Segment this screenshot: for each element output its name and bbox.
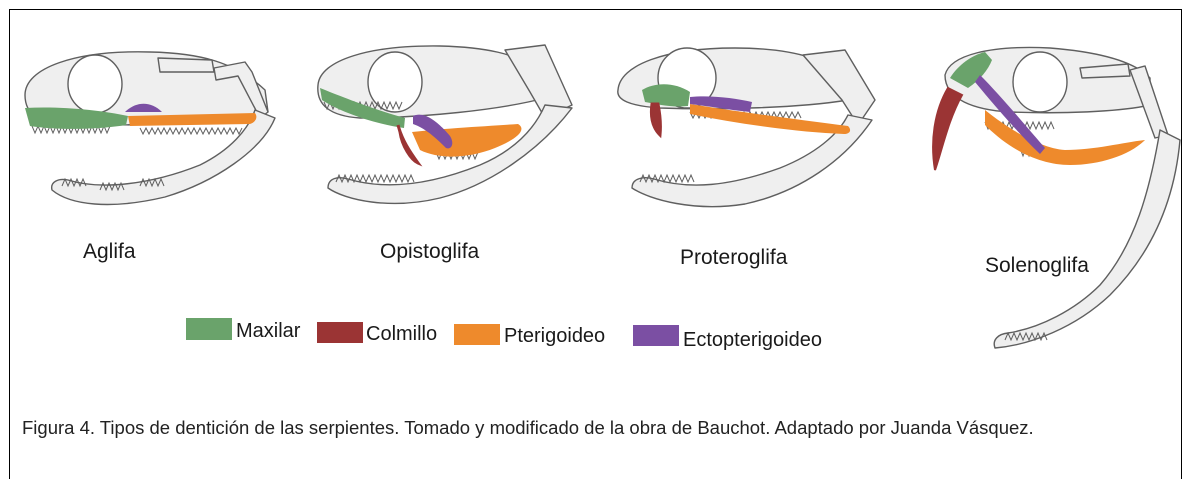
legend-label-ectopterigoideo: Ectopterigoideo	[683, 329, 822, 351]
label-solenoglifa: Solenoglifa	[985, 254, 1089, 277]
skull-aglifa	[25, 52, 275, 205]
legend-label-colmillo: Colmillo	[366, 323, 437, 345]
legend: Maxilar Colmillo Pterigoideo Ectopterigo…	[186, 318, 822, 351]
legend-label-pterigoideo: Pterigoideo	[504, 325, 605, 347]
legend-swatch-ectopterigoideo	[633, 325, 679, 346]
legend-swatch-colmillo	[317, 322, 363, 343]
label-opistoglifa: Opistoglifa	[380, 240, 480, 263]
legend-swatch-maxilar	[186, 318, 232, 340]
skull-proteroglifa	[618, 48, 875, 207]
colmillo-opistoglifa	[398, 125, 418, 163]
label-aglifa: Aglifa	[83, 240, 136, 263]
colmillo-solenoglifa	[933, 88, 962, 170]
pterigoideo-proteroglifa	[690, 104, 850, 134]
legend-swatch-pterigoideo	[454, 324, 500, 345]
figure-caption: Figura 4. Tipos de dentición de las serp…	[22, 414, 1172, 441]
colmillo-proteroglifa	[651, 104, 660, 135]
legend-label-maxilar: Maxilar	[236, 320, 301, 342]
skull-opistoglifa	[318, 45, 572, 203]
skull-solenoglifa	[933, 47, 1180, 348]
label-proteroglifa: Proteroglifa	[680, 246, 788, 269]
dentition-diagram: Aglifa Opistoglifa Proteroglifa	[0, 0, 1193, 410]
